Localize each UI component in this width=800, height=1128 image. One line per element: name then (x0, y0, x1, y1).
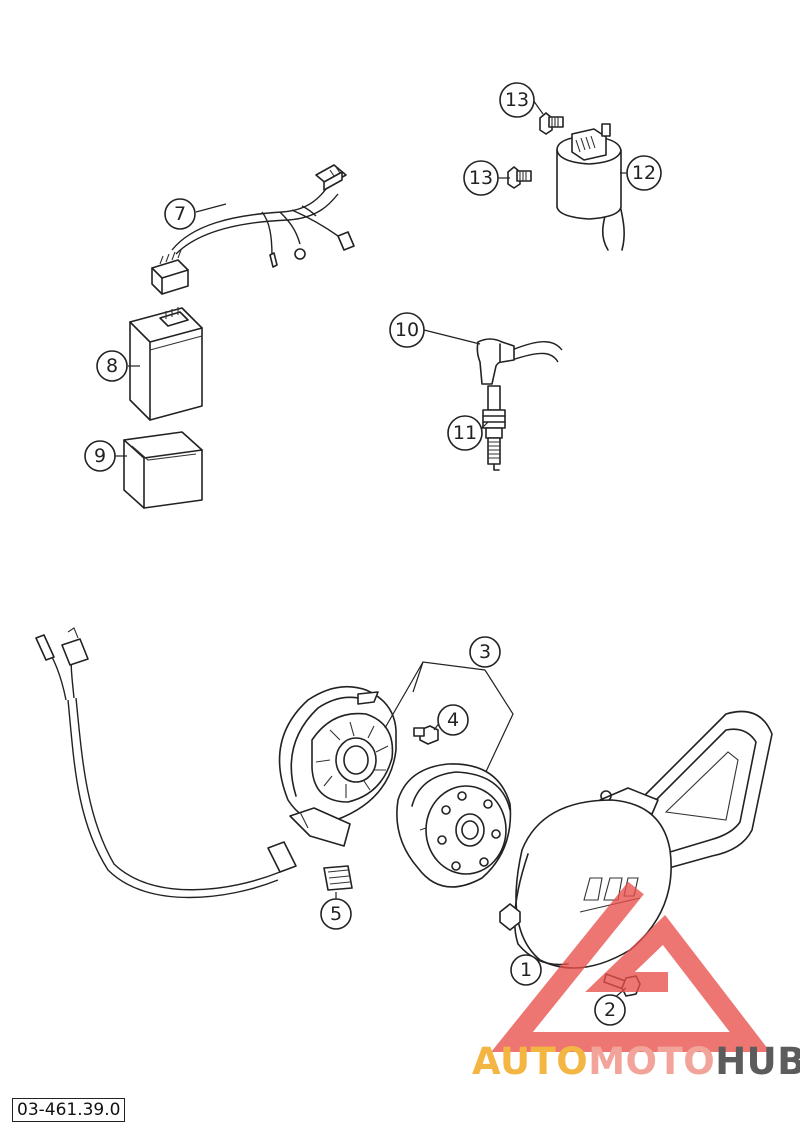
svg-text:13: 13 (469, 167, 493, 189)
callout-13-upper: 13 (499, 82, 535, 118)
callout-4: 4 (437, 704, 469, 736)
rotor-nut (413, 725, 439, 745)
cdi-rubber-sleeve (123, 431, 203, 509)
watermark-logo: AUTOMOTOHUB (472, 881, 800, 1083)
callout-1: 1 (510, 954, 542, 986)
svg-text:4: 4 (447, 709, 459, 731)
svg-text:2: 2 (604, 999, 616, 1021)
watermark-text-moto: MOTO (588, 1040, 715, 1083)
callout-8: 8 (96, 350, 128, 382)
callout-10: 10 (389, 312, 425, 348)
spark-plug (482, 385, 506, 471)
svg-text:12: 12 (632, 162, 656, 184)
stator-plate (35, 627, 397, 899)
callout-7: 7 (164, 198, 196, 230)
wiring-harness (151, 164, 355, 295)
bolt-13-lower (507, 166, 532, 189)
callout-13-lower: 13 (463, 160, 499, 196)
svg-text:8: 8 (106, 355, 118, 377)
svg-text:3: 3 (479, 641, 491, 663)
callout-9: 9 (84, 440, 116, 472)
callout-12: 12 (626, 155, 662, 191)
callout-3-bracket (384, 661, 514, 779)
callout-11: 11 (447, 415, 483, 451)
watermark-text-hub: HUB (715, 1040, 800, 1083)
svg-text:5: 5 (330, 903, 342, 925)
ignition-cover (499, 710, 773, 969)
svg-text:9: 9 (94, 445, 106, 467)
callout-5: 5 (320, 898, 352, 930)
svg-text:7: 7 (174, 203, 186, 225)
svg-text:13: 13 (505, 89, 529, 111)
bolt-13-upper (539, 112, 564, 135)
svg-text:AUTOMOTOHUB: AUTOMOTOHUB (472, 1040, 800, 1083)
watermark-text-auto: AUTO (472, 1040, 588, 1083)
callout-2: 2 (594, 994, 626, 1026)
svg-text:10: 10 (395, 319, 419, 341)
rotor-flywheel (396, 763, 512, 888)
diagram-reference-code: 03-461.39.0 (12, 1098, 126, 1122)
spark-plug-cap (476, 338, 563, 385)
callout-3: 3 (469, 636, 501, 668)
svg-text:1: 1 (520, 959, 532, 981)
svg-text:11: 11 (453, 422, 477, 444)
cdi-unit (129, 307, 203, 421)
woodruff-key (323, 865, 353, 891)
ignition-coil (556, 123, 625, 251)
